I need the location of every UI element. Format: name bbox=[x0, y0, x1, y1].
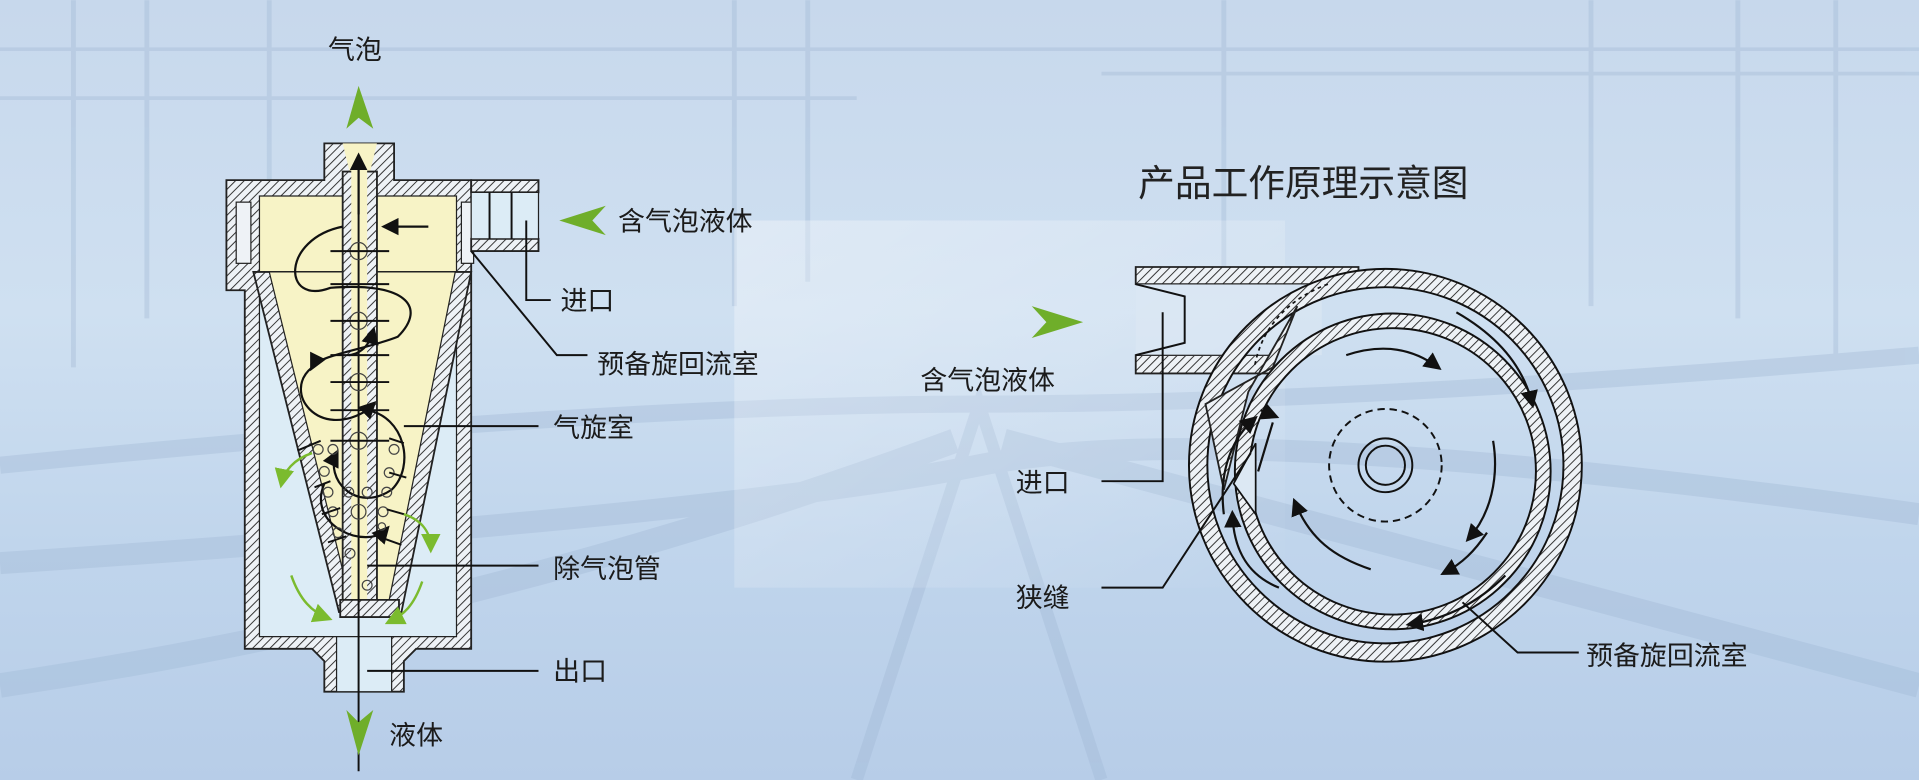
bubbles bbox=[312, 443, 400, 591]
label-liquid-out: 液体 bbox=[389, 720, 443, 751]
right-label-inlet-fluid: 含气泡液体 bbox=[920, 365, 1055, 396]
right-leader-lines bbox=[1101, 312, 1579, 654]
page-title: 产品工作原理示意图 bbox=[1138, 162, 1468, 205]
label-inlet-fluid: 含气泡液体 bbox=[618, 206, 753, 237]
outer-ring bbox=[1188, 268, 1582, 662]
top-view-section: 含气泡液体 进口 狭缝 预备旋回流室 bbox=[920, 266, 1748, 672]
label-bubbles-out: 气泡 bbox=[328, 35, 382, 66]
label-cyclone-chamber: 气旋室 bbox=[553, 413, 634, 444]
liquid-out-arrow-icon bbox=[346, 710, 374, 756]
leader-lines bbox=[367, 220, 588, 672]
right-label-pre-swirl-chamber: 预备旋回流室 bbox=[1586, 641, 1747, 672]
label-inlet: 进口 bbox=[561, 286, 615, 317]
label-pre-swirl-chamber: 预备旋回流室 bbox=[597, 349, 758, 380]
inlet-arrow-icon bbox=[559, 205, 606, 236]
label-outlet: 出口 bbox=[553, 657, 607, 688]
cyclone-separator-section: 气泡 液体 含气泡液体 进口 预备旋回流室 气旋室 除气泡管 出口 bbox=[226, 35, 758, 771]
bubble-out-arrow-icon bbox=[346, 85, 374, 129]
right-label-inlet: 进口 bbox=[1016, 468, 1070, 499]
right-label-slit: 狭缝 bbox=[1016, 583, 1070, 614]
label-degassing-tube: 除气泡管 bbox=[553, 554, 661, 585]
right-inlet-arrow-icon bbox=[1031, 306, 1084, 338]
